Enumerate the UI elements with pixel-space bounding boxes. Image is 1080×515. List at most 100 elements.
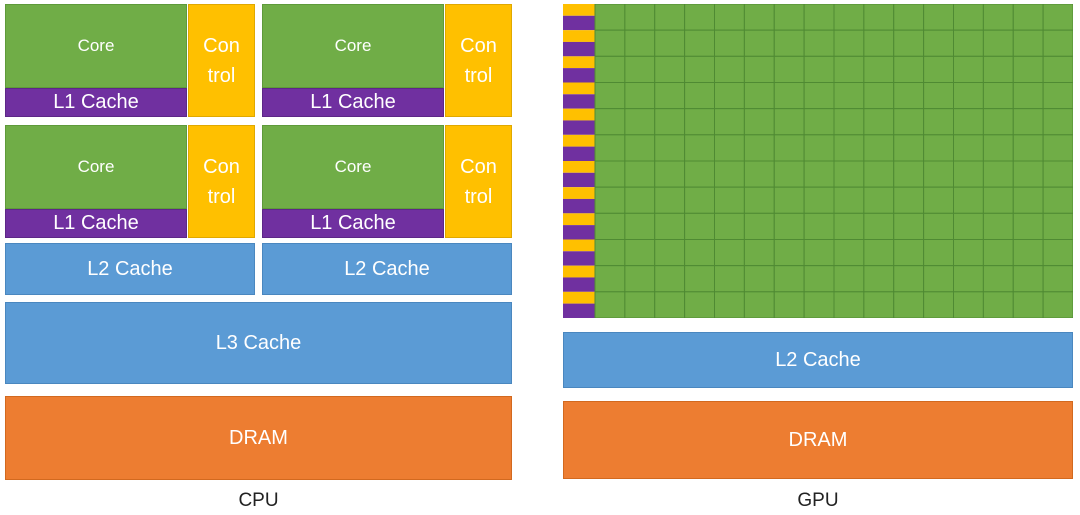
gpu-core-cell — [654, 239, 686, 267]
gpu-core-cell — [982, 265, 1014, 293]
cpu-core-1: Core — [5, 4, 187, 88]
gpu-core-cell — [833, 29, 865, 57]
gpu-l1-strip — [563, 172, 595, 188]
gpu-core-cell — [624, 291, 656, 318]
gpu-core-cell — [923, 160, 954, 188]
gpu-core-cell — [953, 291, 984, 318]
gpu-core-cell — [714, 265, 745, 293]
gpu-core-cell — [863, 134, 895, 162]
gpu-core-cell — [684, 291, 715, 318]
gpu-control-strip — [563, 56, 595, 69]
gpu-core-cell — [714, 186, 745, 214]
gpu-core-cell — [953, 82, 984, 110]
gpu-core-cell — [923, 134, 954, 162]
gpu-core-cell — [803, 239, 835, 267]
gpu-core-cell — [684, 108, 715, 136]
gpu-core-cell — [714, 82, 745, 110]
gpu-l1-strip — [563, 303, 595, 318]
gpu-core-cell — [833, 239, 865, 267]
gpu-core-cell — [624, 265, 656, 293]
gpu-core-cell — [982, 108, 1014, 136]
gpu-core-cell — [863, 265, 895, 293]
gpu-core-cell — [684, 265, 715, 293]
gpu-core-cell — [893, 186, 925, 214]
cpu-l1-cache-3: L1 Cache — [5, 209, 187, 238]
gpu-core-cell — [743, 239, 775, 267]
gpu-core-cell — [953, 239, 984, 267]
gpu-control-strip — [563, 161, 595, 173]
cpu-core-4: Core — [262, 125, 444, 209]
gpu-core-cell — [803, 291, 835, 318]
gpu-core-cell — [803, 265, 835, 293]
gpu-control-strip — [563, 187, 595, 199]
gpu-core-cell — [863, 29, 895, 57]
gpu-core-cell — [1012, 212, 1044, 240]
gpu-core-cell — [863, 291, 895, 318]
gpu-control-strip — [563, 265, 595, 278]
gpu-core-cell — [624, 82, 656, 110]
cpu-l1-cache-1: L1 Cache — [5, 88, 187, 117]
gpu-core-cell — [1012, 55, 1044, 83]
gpu-core-cell — [624, 108, 656, 136]
gpu-core-cell — [953, 160, 984, 188]
gpu-core-cell — [594, 29, 626, 57]
gpu-l1-strip — [563, 198, 595, 214]
gpu-core-cell — [684, 82, 715, 110]
gpu-core-cell — [714, 4, 745, 31]
gpu-core-cell — [624, 55, 656, 83]
gpu-core-cell — [594, 4, 626, 31]
gpu-core-cell — [773, 108, 805, 136]
gpu-core-cell — [684, 4, 715, 31]
gpu-core-grid — [563, 4, 1073, 318]
gpu-core-cell — [1012, 186, 1044, 214]
gpu-core-cell — [714, 212, 745, 240]
gpu-core-cell — [833, 4, 865, 31]
gpu-core-cell — [684, 160, 715, 188]
cpu-l1-cache-2: L1 Cache — [262, 88, 444, 117]
gpu-l1-strip — [563, 41, 595, 57]
gpu-core-cell — [923, 108, 954, 136]
gpu-core-cell — [863, 82, 895, 110]
gpu-control-strip — [563, 239, 595, 252]
gpu-core-cell — [714, 108, 745, 136]
gpu-core-cell — [863, 108, 895, 136]
gpu-core-cell — [982, 55, 1014, 83]
gpu-l1-strip — [563, 15, 595, 31]
gpu-core-cell — [863, 160, 895, 188]
gpu-core-cell — [714, 55, 745, 83]
gpu-core-cell — [773, 160, 805, 188]
gpu-core-cell — [684, 186, 715, 214]
gpu-core-cell — [803, 29, 835, 57]
gpu-core-cell — [743, 108, 775, 136]
gpu-core-cell — [803, 55, 835, 83]
gpu-l2-cache: L2 Cache — [563, 332, 1073, 388]
gpu-control-strip — [563, 134, 595, 147]
gpu-core-cell — [833, 186, 865, 214]
gpu-core-cell — [1012, 82, 1044, 110]
gpu-core-cell — [803, 82, 835, 110]
gpu-core-cell — [893, 160, 925, 188]
gpu-core-cell — [773, 291, 805, 318]
gpu-l1-strip — [563, 94, 595, 109]
gpu-core-cell — [743, 82, 775, 110]
gpu-core-cell — [803, 212, 835, 240]
gpu-core-cell — [594, 82, 626, 110]
gpu-core-cell — [982, 239, 1014, 267]
gpu-core-cell — [714, 160, 745, 188]
gpu-core-cell — [654, 291, 686, 318]
gpu-core-cell — [1042, 55, 1073, 83]
cpu-l2-cache-right: L2 Cache — [262, 243, 512, 295]
gpu-core-cell — [773, 82, 805, 110]
gpu-core-cell — [863, 239, 895, 267]
gpu-core-cell — [594, 108, 626, 136]
gpu-core-cell — [803, 134, 835, 162]
cpu-caption: CPU — [238, 490, 279, 511]
gpu-core-cell — [1012, 160, 1044, 188]
gpu-core-cell — [893, 265, 925, 293]
gpu-control-strip — [563, 213, 595, 226]
gpu-core-cell — [953, 134, 984, 162]
gpu-core-cell — [594, 265, 626, 293]
gpu-core-cell — [893, 29, 925, 57]
gpu-core-cell — [654, 186, 686, 214]
